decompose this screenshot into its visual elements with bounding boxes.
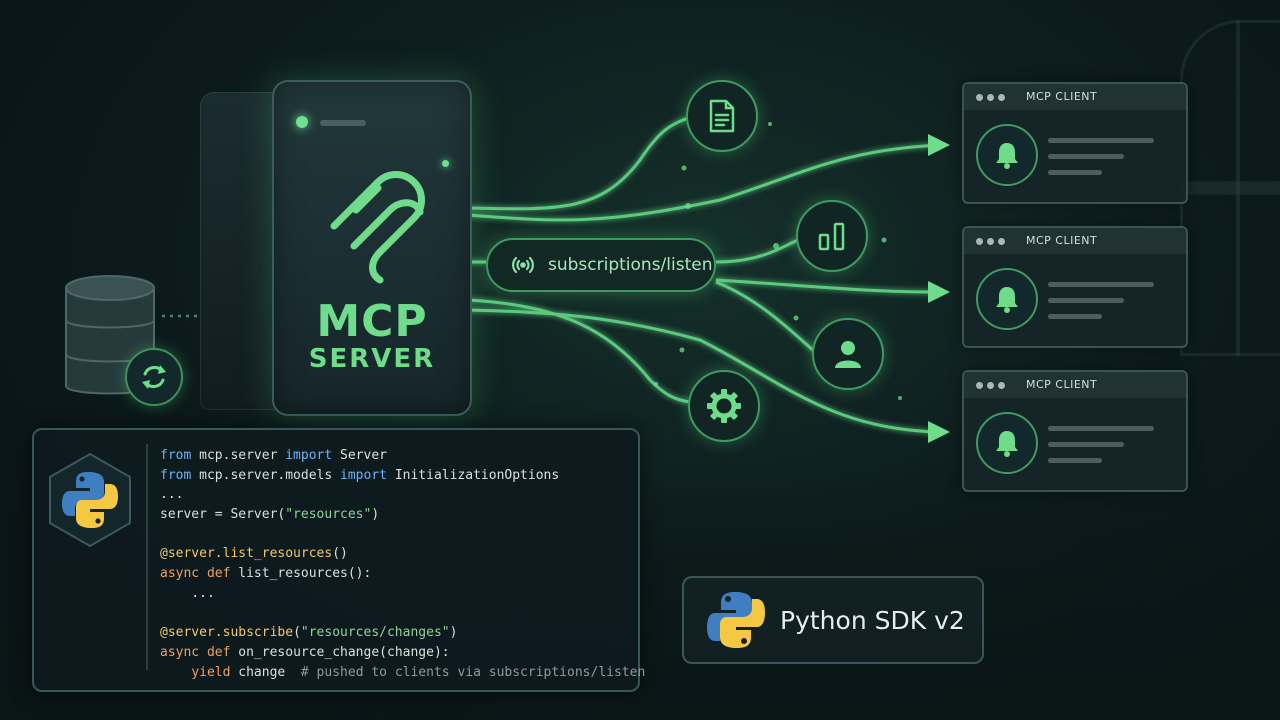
code-line: [160, 525, 645, 545]
code-token: # pushed to clients via subscriptions/li…: [300, 664, 646, 680]
code-token: server = Server(: [160, 507, 286, 523]
code-line: @server.subscribe("resources/changes"): [160, 623, 645, 643]
client-title: MCP CLIENT: [1026, 90, 1098, 103]
gear-resource: [688, 370, 760, 442]
code-line: from mcp.server.models import Initializa…: [160, 466, 645, 486]
code-token: ): [449, 625, 458, 641]
code-token: ...: [160, 487, 184, 503]
sync-button[interactable]: [125, 348, 183, 406]
code-token: mcp.server.models: [191, 467, 341, 483]
code-token: yield: [191, 664, 231, 680]
code-token: @server.subscribe: [160, 625, 294, 641]
document-resource: [686, 80, 758, 152]
code-token: def: [206, 566, 231, 582]
code-token: [160, 665, 191, 680]
client-titlebar: MCP CLIENT: [964, 228, 1186, 254]
mcp-server: MCP SERVER: [200, 80, 472, 416]
gear-icon: [707, 389, 741, 423]
code-token: InitializationOptions: [387, 467, 560, 483]
notification-badge: [976, 268, 1038, 330]
wire-channel-client2: [715, 278, 941, 294]
particles: [654, 122, 902, 400]
server-title: MCP: [316, 296, 428, 347]
wire-channel-chart: [715, 238, 799, 264]
notification-badge: [976, 412, 1038, 474]
code-token: [199, 645, 207, 660]
client-title: MCP CLIENT: [1026, 378, 1098, 391]
code-token: Server: [332, 448, 387, 463]
code-token: ...: [160, 585, 215, 601]
wire-user: [715, 280, 816, 354]
code-line: from mcp.server import Server: [160, 446, 645, 466]
code-token: mcp.server: [191, 448, 286, 463]
code-token: import: [285, 448, 333, 463]
server-subtitle: SERVER: [308, 344, 436, 374]
code-line: [160, 604, 645, 624]
user-resource: [812, 318, 884, 390]
code-token: @server.list_resources: [160, 546, 333, 562]
notification-badge: [976, 124, 1038, 186]
drive-slot: [320, 120, 366, 126]
code-token: change: [230, 664, 301, 680]
sdk-badge: Python SDK v2: [682, 576, 984, 664]
code-token: async: [160, 566, 200, 582]
python-logo-icon: [49, 452, 131, 548]
code-token: list_resources():: [230, 566, 372, 582]
refresh-icon: [142, 365, 166, 389]
mcp-client-3: MCP CLIENT: [962, 370, 1188, 492]
code-line: ...: [160, 584, 645, 604]
server-side-panel: [200, 92, 278, 410]
code-token: (: [293, 625, 301, 641]
code-token: from: [160, 467, 192, 483]
code-line: async def on_resource_change(change):: [160, 643, 645, 663]
bar-chart-icon: [818, 222, 845, 251]
server-front-panel: MCP SERVER: [272, 80, 472, 416]
code-token: on_resource_change(change):: [230, 644, 450, 660]
status-led: [442, 160, 449, 167]
code-token: def: [206, 644, 231, 660]
code-line: async def list_resources():: [160, 564, 645, 584]
client-title: MCP CLIENT: [1026, 234, 1098, 247]
broadcast-icon: [512, 256, 534, 274]
python-logo-icon: [707, 592, 765, 648]
code-token: async: [160, 644, 200, 660]
window-background: [1180, 20, 1280, 356]
mcp-client-1: MCP CLIENT: [962, 82, 1188, 204]
user-icon: [835, 341, 861, 368]
code-line: yield change # pushed to clients via sub…: [160, 663, 645, 683]
arrow-heads: [928, 134, 950, 443]
mcp-logo-icon: [330, 171, 425, 284]
sdk-label: Python SDK v2: [780, 605, 965, 635]
code-token: from: [160, 448, 192, 463]
power-led: [296, 116, 308, 128]
code-token: [199, 566, 207, 581]
chart-resource: [796, 200, 868, 272]
code-line: ...: [160, 485, 645, 505]
mcp-client-2: MCP CLIENT: [962, 226, 1188, 348]
subscriptions-channel: subscriptions/listen: [486, 238, 716, 292]
code-line: server = Server("resources"): [160, 505, 645, 525]
document-icon: [709, 99, 735, 133]
channel-label: subscriptions/listen: [548, 255, 713, 275]
wire-server-main-top: [467, 143, 941, 222]
bell-icon: [996, 287, 1018, 313]
bell-icon: [996, 143, 1018, 169]
wire-server-doc: [467, 116, 689, 211]
client-titlebar: MCP CLIENT: [964, 84, 1186, 110]
bell-icon: [996, 431, 1018, 457]
code-token: "resources/changes": [300, 625, 450, 641]
client-titlebar: MCP CLIENT: [964, 372, 1186, 398]
code-gutter: [146, 444, 148, 670]
code-line: @server.list_resources(): [160, 544, 645, 564]
wire-server-gear: [467, 298, 691, 404]
code-token: import: [340, 467, 387, 483]
code-token: ): [371, 507, 380, 523]
code-token: (): [332, 546, 348, 562]
code-token: "resources": [285, 507, 372, 523]
